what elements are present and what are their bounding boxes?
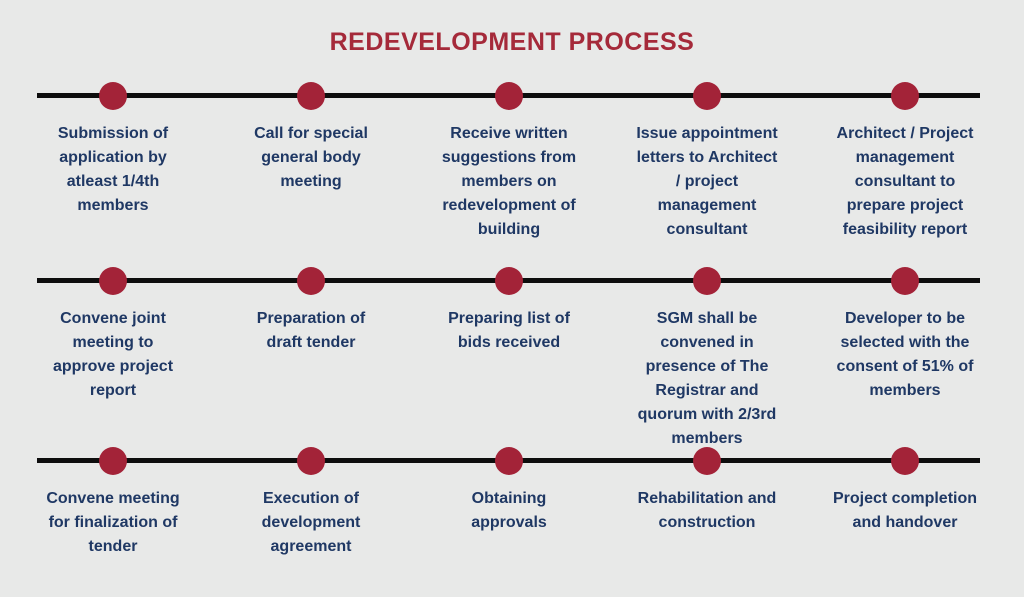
timeline-step: Call for special general body meeting bbox=[212, 82, 410, 194]
timeline-dot bbox=[891, 267, 919, 295]
step-label: Call for special general body meeting bbox=[254, 125, 368, 190]
step-label: Issue appointment letters to Architect /… bbox=[636, 125, 778, 238]
timeline-dot bbox=[495, 447, 523, 475]
step-label: SGM shall be convened in presence of The… bbox=[637, 310, 777, 447]
timeline-step: Execution of development agreement bbox=[212, 447, 410, 559]
timeline-dot bbox=[693, 267, 721, 295]
timeline-step: Receive written suggestions from members… bbox=[410, 82, 608, 242]
timeline-dot bbox=[297, 267, 325, 295]
timeline-step: Convene joint meeting to approve project… bbox=[14, 267, 212, 403]
step-label: Architect / Project management consultan… bbox=[836, 125, 974, 238]
step-label: Developer to be selected with the consen… bbox=[836, 310, 974, 399]
page-title: REDEVELOPMENT PROCESS bbox=[329, 28, 695, 56]
timeline-dot bbox=[99, 82, 127, 110]
step-label: Preparing list of bids received bbox=[448, 310, 570, 351]
timeline-step: Obtaining approvals bbox=[410, 447, 608, 535]
timeline-step: Preparation of draft tender bbox=[212, 267, 410, 355]
timeline-step: Preparing list of bids received bbox=[410, 267, 608, 355]
timeline-dot bbox=[693, 447, 721, 475]
step-label: Receive written suggestions from members… bbox=[441, 125, 577, 238]
timeline-dot bbox=[297, 82, 325, 110]
step-label: Convene joint meeting to approve project… bbox=[52, 310, 174, 399]
timeline-dot bbox=[495, 267, 523, 295]
timeline-step: Issue appointment letters to Architect /… bbox=[608, 82, 806, 242]
step-label: Preparation of draft tender bbox=[256, 310, 366, 351]
timeline-dot bbox=[297, 447, 325, 475]
step-label: Rehabilitation and construction bbox=[637, 490, 777, 531]
timeline-dot bbox=[693, 82, 721, 110]
step-label: Execution of development agreement bbox=[261, 490, 361, 555]
timeline-step: Rehabilitation and construction bbox=[608, 447, 806, 535]
timeline-step: Convene meeting for finalization of tend… bbox=[14, 447, 212, 559]
timeline-dot bbox=[891, 447, 919, 475]
step-label: Submission of application by atleast 1/4… bbox=[57, 125, 169, 214]
timeline-step: SGM shall be convened in presence of The… bbox=[608, 267, 806, 451]
timeline-dot bbox=[99, 267, 127, 295]
timeline-dot bbox=[495, 82, 523, 110]
timeline-step: Submission of application by atleast 1/4… bbox=[14, 82, 212, 218]
timeline-step: Developer to be selected with the consen… bbox=[806, 267, 1004, 403]
timeline-step: Project completion and handover bbox=[806, 447, 1004, 535]
step-label: Obtaining approvals bbox=[471, 490, 547, 531]
step-label: Project completion and handover bbox=[832, 490, 978, 531]
timeline-dot bbox=[891, 82, 919, 110]
timeline-dot bbox=[99, 447, 127, 475]
timeline-step: Architect / Project management consultan… bbox=[806, 82, 1004, 242]
step-label: Convene meeting for finalization of tend… bbox=[46, 490, 180, 555]
